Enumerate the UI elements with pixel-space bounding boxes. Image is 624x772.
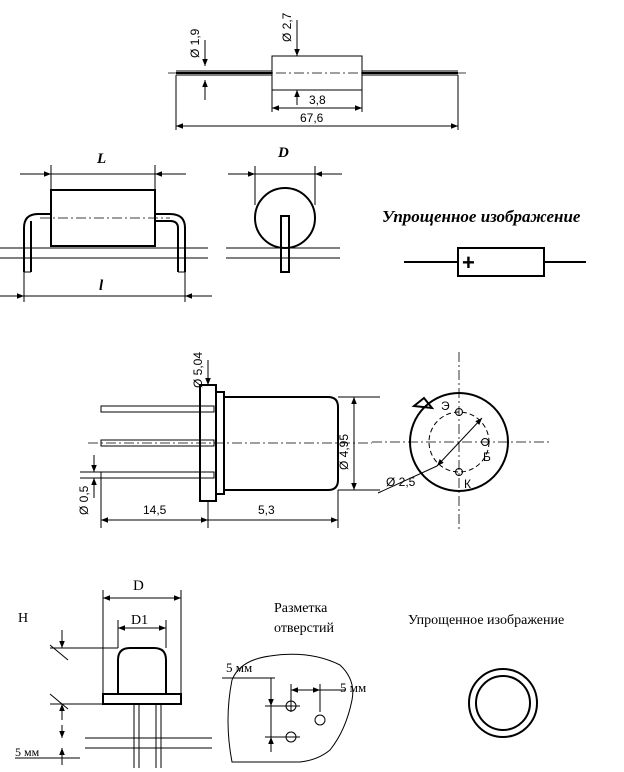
dim-body-diameter: Ø 2,7	[280, 12, 294, 42]
label-L: L	[96, 151, 106, 167]
transistor-end-view	[372, 352, 550, 532]
mounted-transistor-view	[15, 590, 212, 768]
dim-flange-diameter: Ø 5,04	[191, 352, 205, 388]
dim-pin-circle: Ø 2,5	[386, 475, 416, 489]
simplified-ring-symbol	[468, 668, 538, 738]
symbol-plus: +	[462, 250, 475, 275]
dim-body-diameter-transistor: Ø 4,95	[337, 434, 351, 470]
dim-5mm-bottom: 5 мм	[15, 745, 40, 759]
simplified-image-title: Упрощенное изображение	[382, 207, 581, 226]
dim-5mm-right: 5 мм	[340, 680, 366, 695]
label-D-transistor: D	[133, 578, 144, 594]
pin-label-emitter: Э	[441, 399, 450, 413]
mounted-component-end-view	[226, 166, 342, 273]
simplified-image-title-2: Упрощенное изображение	[408, 613, 564, 628]
dim-body-length: 3,8	[309, 93, 326, 107]
dim-lead-diameter-transistor: Ø 0,5	[77, 485, 91, 515]
dim-lead-diameter: Ø 1,9	[188, 28, 202, 58]
dim-lead-length: 14,5	[143, 503, 167, 517]
pin-label-collector: К	[464, 477, 471, 491]
label-D1: D1	[131, 613, 148, 628]
label-H: H	[18, 611, 28, 626]
label-l: l	[99, 278, 104, 294]
transistor-side-view	[80, 360, 380, 528]
axial-component-drawing	[168, 20, 466, 130]
hole-marking-title-line2: отверстий	[274, 621, 335, 636]
simplified-symbol	[404, 247, 586, 277]
dim-body-length-transistor: 5,3	[258, 503, 275, 517]
label-D: D	[277, 145, 289, 161]
mounted-component-side-view	[0, 165, 212, 302]
dim-5mm-left: 5 мм	[226, 660, 252, 675]
hole-marking-drawing	[222, 653, 354, 763]
dim-total-length: 67,6	[300, 111, 324, 125]
hole-marking-title-line1: Разметка	[274, 601, 328, 616]
pin-label-base: Б	[483, 450, 491, 464]
